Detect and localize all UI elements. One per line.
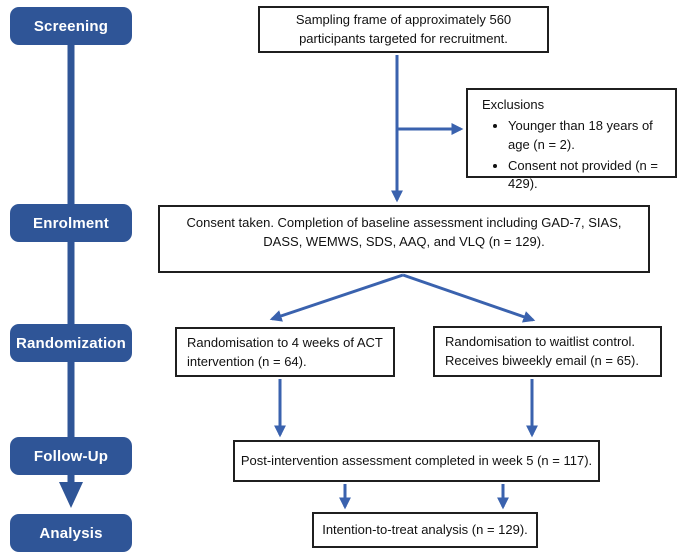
sampling-frame-text: Sampling frame of approximately 560 part… [295, 11, 512, 46]
stage-pill-enrolment: Enrolment [10, 204, 132, 242]
arrow-enrolment-to-waitlist [402, 273, 536, 323]
exclusions-title: Exclusions [482, 97, 545, 112]
followup-text: Post-intervention assessment completed i… [240, 452, 593, 468]
analysis-box: Intention-to-treat analysis (n = 129). [312, 512, 538, 548]
exclusion-item-consent: Consent not provided (n = 429). [508, 157, 667, 195]
arrow-enrolment-to-act [269, 273, 404, 322]
enrolment-text: Consent taken. Completion of baseline as… [186, 215, 622, 249]
enrolment-box: Consent taken. Completion of baseline as… [158, 205, 650, 273]
analysis-text: Intention-to-treat analysis (n = 129). [322, 521, 528, 537]
followup-box: Post-intervention assessment completed i… [233, 440, 600, 482]
stage-rail-arrowhead-icon [59, 482, 83, 508]
sampling-frame-box: Sampling frame of approximately 560 part… [258, 6, 549, 53]
waitlist-arm-box: Randomisation to waitlist control. Recei… [433, 326, 662, 377]
act-arm-text: Randomisation to 4 weeks of ACT interven… [187, 335, 383, 369]
act-arm-box: Randomisation to 4 weeks of ACT interven… [175, 327, 395, 377]
waitlist-arm-text: Randomisation to waitlist control. Recei… [445, 334, 639, 368]
exclusions-box: Exclusions Younger than 18 years of age … [466, 88, 677, 191]
exclusion-item-age: Younger than 18 years of age (n = 2). [508, 117, 667, 155]
stage-pill-analysis: Analysis [10, 514, 132, 552]
stage-pill-randomization: Randomization [10, 324, 132, 362]
stage-pill-screening: Screening [10, 7, 132, 45]
stage-pill-followup: Follow-Up [10, 437, 132, 475]
exclusions-list: Younger than 18 years of age (n = 2). Co… [478, 117, 667, 194]
